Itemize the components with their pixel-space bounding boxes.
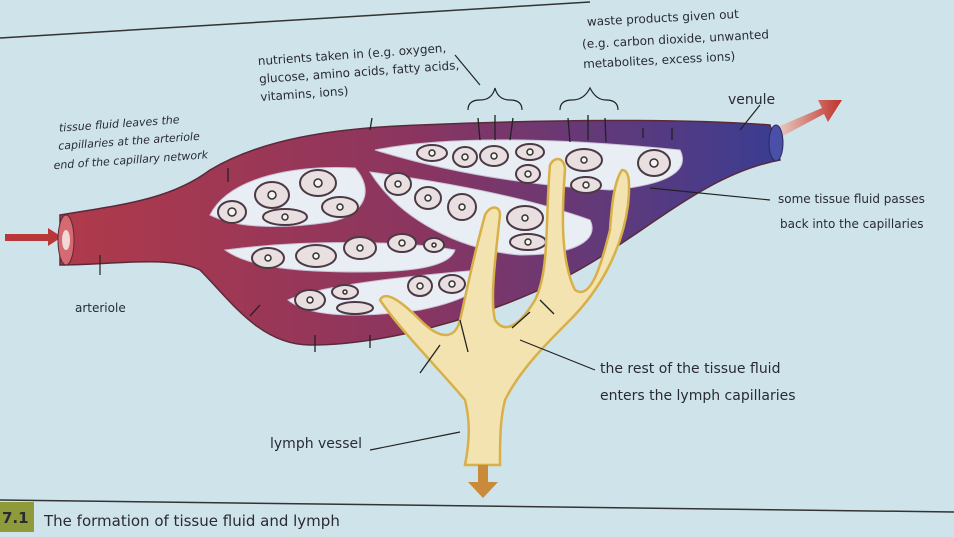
passes-back-leader — [649, 187, 771, 201]
svg-text:the rest of the tissue fluid: the rest of the tissue fluid — [600, 361, 780, 377]
blood-out-arrow — [775, 100, 842, 138]
rest-enters-label: the rest of the tissue fluid enters the … — [600, 361, 796, 404]
figure-number: 7.1 — [2, 509, 29, 527]
venule-label: venule — [728, 92, 775, 108]
svg-text:vitamins, ions): vitamins, ions) — [260, 84, 349, 104]
braces — [467, 86, 619, 111]
passes-back-label: some tissue fluid passes back into the c… — [778, 192, 925, 231]
figure-caption: The formation of tissue fluid and lymph — [43, 512, 340, 530]
lymph-vessel-label: lymph vessel — [270, 436, 362, 452]
nutrients-label: nutrients taken in (e.g. oxygen, glucose… — [257, 41, 459, 104]
venule-leader — [739, 104, 761, 131]
lymph-vessel-shape — [378, 157, 631, 498]
nutrients-leader — [454, 54, 481, 86]
svg-text:metabolites, excess ions): metabolites, excess ions) — [583, 49, 736, 71]
top-rule — [0, 1, 591, 39]
figure-number-badge — [0, 502, 34, 532]
svg-text:end of the capillary network: end of the capillary network — [53, 148, 209, 172]
fluid-movement-arrows — [227, 115, 673, 374]
waste-label: waste products given out (e.g. carbon di… — [582, 7, 770, 71]
svg-text:enters the lymph capillaries: enters the lymph capillaries — [600, 388, 796, 404]
svg-text:some tissue fluid passes: some tissue fluid passes — [778, 192, 925, 206]
arteriole-label: arteriole — [75, 301, 126, 315]
svg-text:(e.g. carbon dioxide, unwanted: (e.g. carbon dioxide, unwanted — [582, 27, 770, 51]
caption-rule — [0, 499, 954, 513]
tissue-fluid-leaves-label: tissue fluid leaves the capillaries at t… — [53, 113, 209, 172]
svg-text:back into the capillaries: back into the capillaries — [780, 217, 923, 231]
svg-text:capillaries at the arteriole: capillaries at the arteriole — [58, 130, 201, 153]
svg-text:tissue fluid leaves the: tissue fluid leaves the — [59, 113, 181, 134]
blood-in-arrow — [5, 228, 62, 246]
rest-enters-leader — [519, 339, 596, 371]
svg-text:waste products given out: waste products given out — [587, 7, 740, 29]
tissue-cells — [217, 143, 671, 315]
lymph-vessel-leader — [369, 431, 461, 451]
